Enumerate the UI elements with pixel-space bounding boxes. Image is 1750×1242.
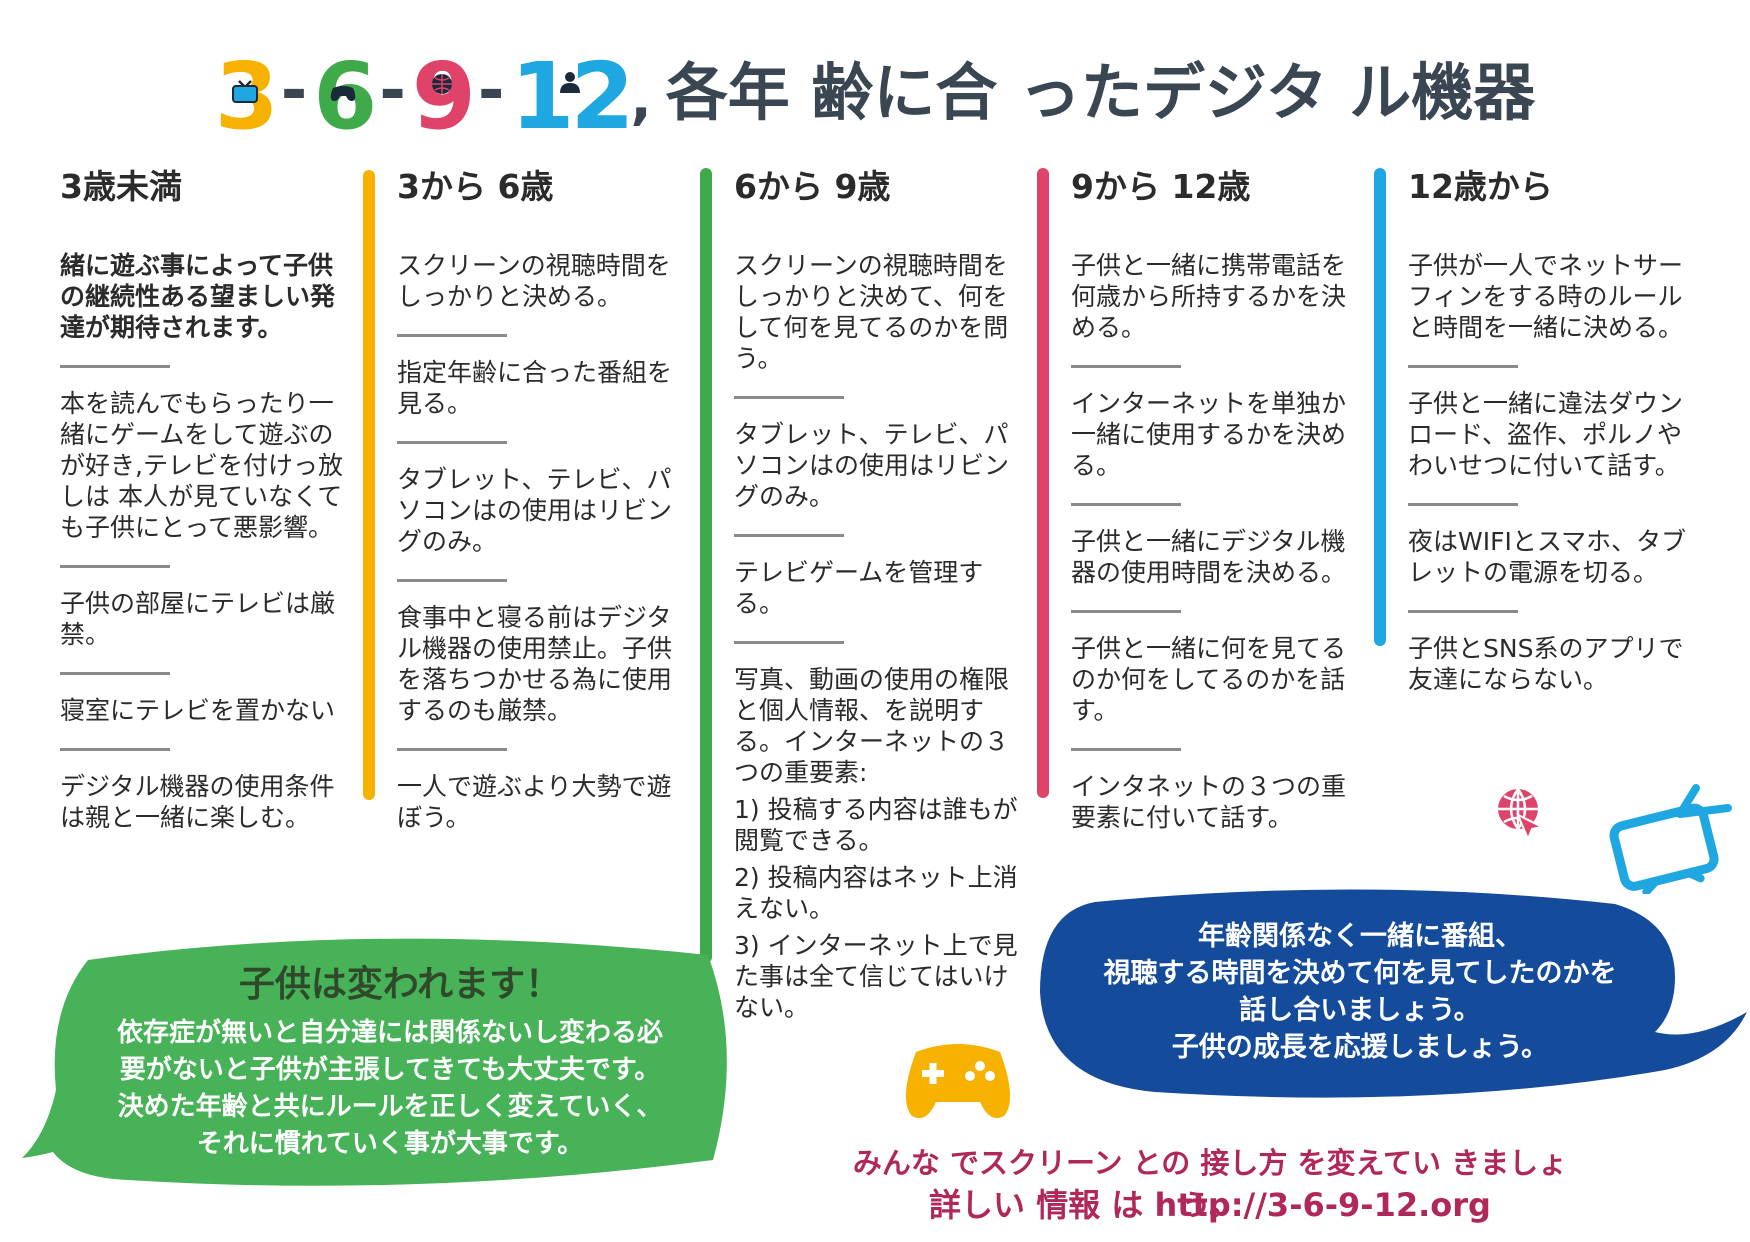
blue-bubble-body: 年齢関係なく一緒に番組、 視聴する時間を決めて何を見てしたのかを 話し合いましょ… [1060, 918, 1660, 1066]
age-column-3-to-6: 3から 6歳 スクリーンの視聴時間をしっかりと決める。 指定年齢に合った番組を見… [397, 160, 687, 833]
column-item: スクリーンの視聴時間をしっかりと決めて、何をして何を見てるのかを問う。 [734, 251, 1009, 373]
column-heading: 12歳から [1408, 167, 1553, 206]
item-separator [60, 748, 170, 751]
item-separator [397, 334, 507, 337]
column-item: 食事中と寝る前はデジタル機器の使用禁止。子供を落ちつかせる為に使用するのも厳禁。 [397, 603, 673, 725]
title-number-12: 12 [510, 43, 634, 150]
green-bubble-line: 決めた年齢と共にルールを正しく変えていく、 [117, 1092, 663, 1122]
title-text: 各年 齢に合 ったデジタ ル機器 [665, 56, 1536, 129]
item-separator [60, 672, 170, 675]
column-item: 子供が一人でネットサーフィンをする時のルールと時間を一緒に決める。 [1408, 251, 1684, 342]
green-speech-bubble [22, 938, 727, 1186]
blue-speech-bubble [1040, 889, 1747, 1098]
blue-bubble-line: 視聴する時間を決めて何を見てしたのかを [1103, 958, 1617, 989]
blue-bubble-line: 年齢関係なく一緒に番組、 [1198, 921, 1522, 952]
column-heading: 3歳未満 [60, 167, 182, 206]
title-dash: - [477, 54, 505, 128]
age-divider-bar [700, 168, 712, 963]
age-column-12-plus: 12歳から 子供が一人でネットサーフィンをする時のルールと時間を一緒に決める。 … [1408, 160, 1698, 695]
column-item: 子供と一緒に携帯電話を何歳から所持するかを決める。 [1071, 251, 1347, 342]
item-separator [1408, 365, 1518, 368]
column-heading: 3から 6歳 [397, 167, 554, 206]
column-item: 子供の部屋にテレビは厳禁。 [60, 589, 336, 649]
title-number-3: 3 [215, 43, 279, 150]
item-separator [1071, 610, 1181, 613]
age-column-6-to-9: 6から 9歳 スクリーンの視聴時間をしっかりと決めて、何をして何を見てるのかを問… [734, 160, 1024, 1023]
title-number-9: 9 [411, 43, 476, 150]
globe-cursor-icon [1498, 788, 1546, 842]
green-bubble-body: 依存症が無いと自分達には関係ないし変わる必 要がないと子供が主張してきても大丈夫… [70, 1015, 710, 1163]
item-separator [397, 579, 507, 582]
title-comma: , [630, 67, 652, 132]
item-separator [734, 396, 844, 399]
column-heading: 6から 9歳 [734, 167, 891, 206]
age-column-9-to-12: 9から 12歳 子供と一緒に携帯電話を何歳から所持するかを決める。 インターネッ… [1071, 160, 1361, 833]
footer-info-link[interactable]: 詳しい 情報 は http://3-6-9-12.org [929, 1186, 1491, 1224]
column-item: インタネットの３つの重要素に付いて話す。 [1071, 772, 1347, 832]
item-separator [397, 748, 507, 751]
item-separator [734, 534, 844, 537]
title-number-6: 6 [313, 43, 377, 150]
blue-bubble-line: 話し合いましょう。 [1239, 995, 1481, 1026]
column-item: タブレット、テレビ、パソコンはの使用はリビングのみ。 [397, 465, 673, 556]
blue-bubble-line: 子供の成長を応援しましょう。 [1171, 1032, 1549, 1063]
green-bubble-line: それに慣れていく事が大事です。 [196, 1129, 584, 1159]
column-item: 寝室にテレビを置かない [60, 696, 336, 725]
column-item: 子供とSNS系のアプリで友達にならない。 [1408, 634, 1684, 694]
age-divider-bar [1374, 168, 1386, 646]
column-item: デジタル機器の使用条件は親と一緒に楽しむ。 [60, 772, 335, 832]
tv-icon [1609, 784, 1732, 894]
column-item: 写真、動画の使用の権限と個人情報、を説明する。インターネットの３つの重要素: [734, 665, 1010, 787]
age-column-under-3: 3歳未満 緒に遊ぶ事によって子供の継続性ある望ましい発達が期待されます。 本を読… [60, 160, 350, 833]
item-separator [1408, 503, 1518, 506]
gamepad-icon [331, 86, 356, 102]
page-title: 3 - 6 - 9 - 12 ,各年 齢に合 ったデジタ ル機器 [0, 42, 1750, 150]
green-bubble-heading: 子供は変われます！ [238, 964, 562, 1005]
column-item: 子供と一緒にデジタル機器の使用時間を決める。 [1071, 527, 1347, 587]
column-item: 子供と一緒に何を見てるのか何をしてるのかを話す。 [1071, 634, 1347, 725]
column-item: 一人で遊ぶより大勢で遊ぼう。 [397, 772, 672, 832]
footer-message: みんな でスクリーン との 接し方 を変えてい きましょう。 [852, 1146, 1568, 1222]
item-separator [734, 641, 844, 644]
item-separator [1071, 365, 1181, 368]
age-divider-bar [1037, 168, 1049, 798]
item-separator [1408, 610, 1518, 613]
column-item: 指定年齢に合った番組を見る。 [397, 358, 673, 418]
column-item: タブレット、テレビ、パソコンはの使用はリビングのみ。 [734, 420, 1010, 511]
column-heading: 9から 12歳 [1071, 167, 1251, 206]
green-bubble-line: 依存症が無いと自分達には関係ないし変わる必 [116, 1018, 663, 1048]
title-dash: - [280, 54, 308, 128]
column-item: インターネットを単独か一緒に使用するかを決める。 [1071, 389, 1347, 480]
globe-cursor-icon [431, 73, 452, 94]
column-subitem: 3) インターネット上で見た事は全て信じてはいけない。 [734, 931, 1018, 1022]
column-item: テレビゲームを管理する。 [734, 558, 984, 618]
item-separator [60, 565, 170, 568]
tv-icon [231, 80, 258, 104]
person-icon [560, 71, 581, 93]
column-item: 本を読んでもらったり一緒にゲームをして遊ぶのが好き,テレビを付けっ放しは 本人が… [60, 389, 343, 542]
title-dash: - [379, 54, 406, 128]
column-item: 緒に遊ぶ事によって子供の継続性ある望ましい発達が期待されます。 [60, 251, 336, 342]
column-item: スクリーンの視聴時間をしっかりと決める。 [397, 251, 671, 311]
item-separator [1071, 748, 1181, 751]
column-item: 夜はWIFIとスマホ、タブレットの電源を切る。 [1408, 527, 1687, 587]
item-separator [60, 365, 170, 368]
item-separator [397, 441, 507, 444]
column-item: 子供と一緒に違法ダウンロード、盗作、ポルノやわいせつに付いて話す。 [1408, 389, 1684, 480]
green-bubble-line: 要がないと子供が主張してきても大丈夫です。 [119, 1055, 661, 1085]
age-divider-bar [363, 170, 375, 800]
column-subitem: 2) 投稿内容はネット上消えない。 [734, 863, 1018, 923]
gamepad-icon [905, 1044, 1011, 1119]
item-separator [1071, 503, 1181, 506]
column-subitem: 1) 投稿する内容は誰もが閲覧できる。 [734, 795, 1018, 855]
